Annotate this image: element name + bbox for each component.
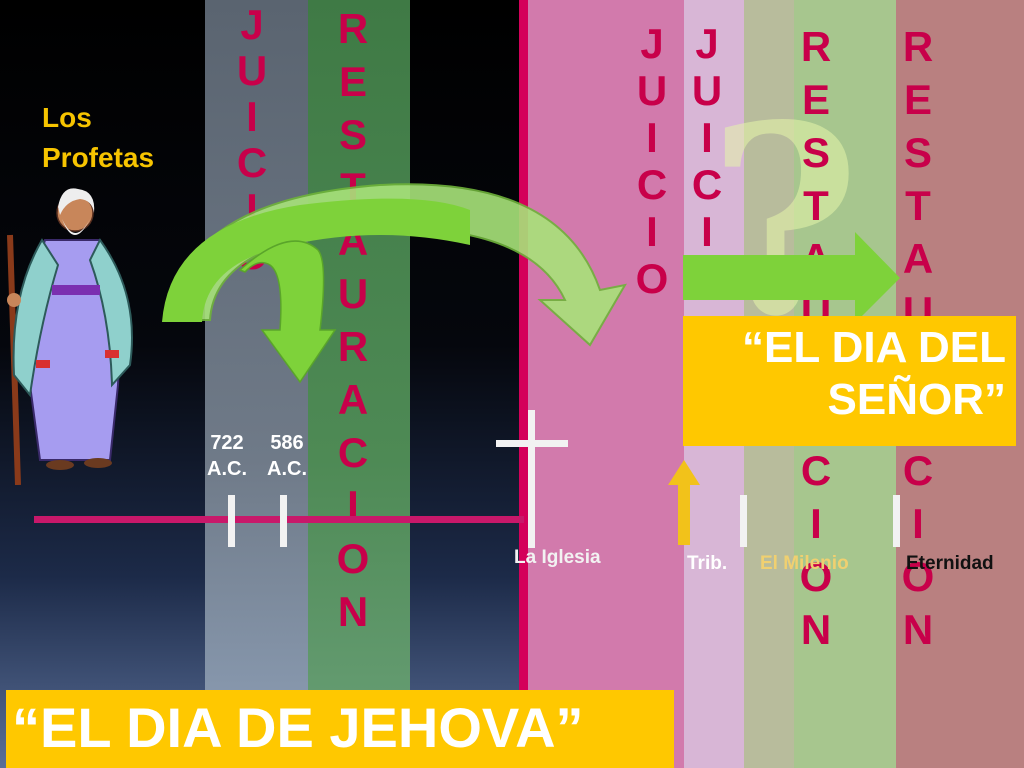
prophets-label: Los Profetas [42,98,154,178]
letter: J [640,20,664,67]
column-juicio-2: J U I C I O [632,20,672,302]
letter: C [902,447,934,494]
letter: I [912,500,924,547]
band-green [308,0,410,768]
letter: O [799,553,833,600]
letter: N [337,588,369,635]
date-586-era: A.C. [267,458,307,480]
band-slate [205,0,308,768]
tick-milenio-end [893,495,900,547]
letter: R [902,23,934,70]
letter: I [646,114,658,161]
letter: E [338,58,367,105]
letter: I [701,114,713,161]
letter: I [646,208,658,255]
letter: E [903,76,932,123]
label-eternidad: Eternidad [906,553,994,574]
letter: A [902,235,934,282]
prophet-figure [7,188,133,485]
letter: U [337,270,369,317]
letter: U [636,67,668,114]
band-magenta [524,0,684,768]
letter: N [902,606,934,653]
arc-arrow-front [162,198,470,322]
letter: J [695,20,719,67]
date-586: 586 A.C. [260,430,314,482]
letter: R [800,23,832,70]
letter: C [337,429,369,476]
label-la-iglesia: La Iglesia [514,547,601,568]
dia-de-jehova-text: “EL DIA DE JEHOVA” [12,696,584,759]
letter: N [800,606,832,653]
letter: R [337,323,369,370]
up-arrow-trib [668,460,700,545]
label-trib: Trib. [687,553,728,574]
letter: S [338,111,367,158]
letter: U [691,67,723,114]
label-el-milenio: El Milenio [760,553,849,574]
date-586-year: 586 [270,432,304,454]
date-722: 722 A.C. [200,430,254,482]
letter: I [246,93,258,140]
letter: I [246,185,258,232]
prophets-label-line2: Profetas [42,142,155,173]
letter: S [903,129,932,176]
letter: C [800,447,832,494]
letter: A [337,376,369,423]
question-mark: ? [708,69,861,374]
dia-del-senor-text: “EL DIA DEL SEÑOR” [741,323,1006,424]
dia-de-jehova-box: “EL DIA DE JEHOVA” [6,690,674,768]
letter: O [336,535,370,582]
letter: O [635,255,669,302]
tick-586 [280,495,287,547]
date-722-era: A.C. [207,458,247,480]
letter: R [337,5,369,52]
letter: U [236,47,268,94]
prophets-label-line1: Los [42,102,92,133]
letter: J [240,1,264,48]
letter: I [810,500,822,547]
dia-del-senor-box: “EL DIA DEL SEÑOR” [683,316,1016,446]
letter: T [905,182,931,229]
letter: C [236,139,268,186]
right-arrow [683,232,900,323]
date-722-year: 722 [210,432,244,454]
era-divider-line [519,0,528,768]
letter: T [803,182,829,229]
letter: I [701,208,713,255]
timeline-bar [34,516,524,523]
curved-arrow-down [238,240,337,384]
letter: E [801,76,830,123]
letter: S [801,129,830,176]
letter: C [636,161,668,208]
tick-722 [228,495,235,547]
column-juicio-3: J U I C I O [687,20,727,302]
letter: C [691,161,723,208]
letter: I [347,482,359,529]
tick-trib-end [740,495,747,547]
cross-icon [496,410,568,548]
letter: O [901,553,935,600]
